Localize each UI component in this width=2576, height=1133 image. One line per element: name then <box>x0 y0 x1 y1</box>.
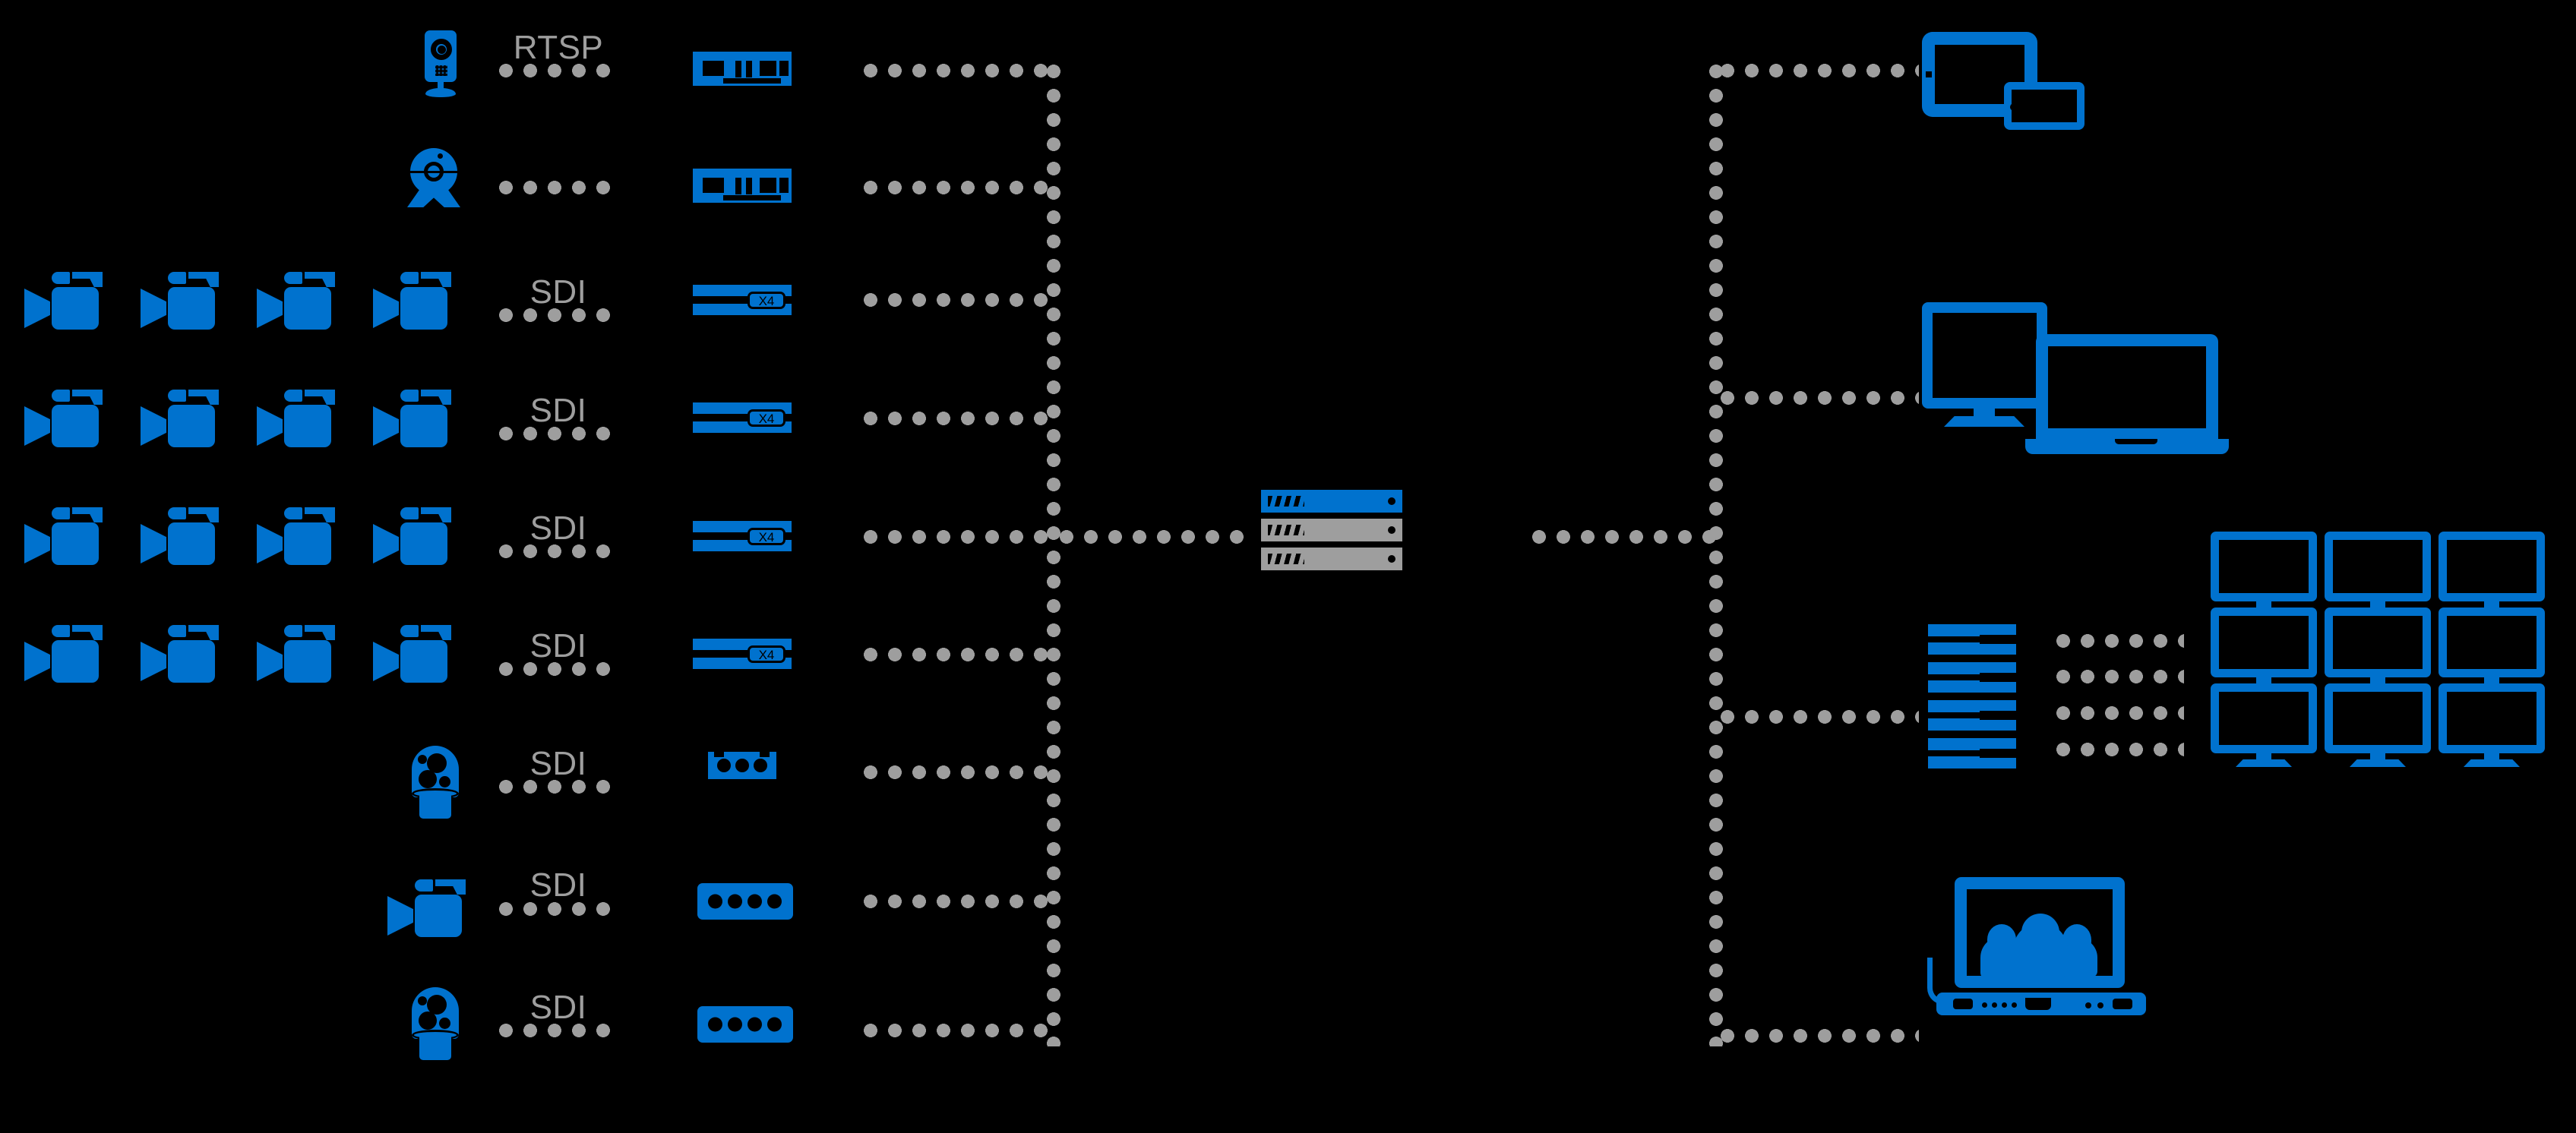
protocol-label-row-7: SDI <box>529 745 587 782</box>
encoder-badge: X4 <box>748 292 785 309</box>
link-decoder-to-wall-3 <box>2051 706 2184 720</box>
video-camera-icon <box>24 390 105 450</box>
video-camera-icon <box>141 507 221 568</box>
protocol-label-row-4: SDI <box>529 392 587 429</box>
decoder-unit <box>1928 662 2016 693</box>
link-bus-to-dest-3 <box>1715 710 1919 724</box>
server-unit-1 <box>1261 490 1402 513</box>
webcam-icon-row-2 <box>406 147 466 216</box>
video-camera-icon <box>24 507 105 568</box>
video-camera-icon <box>24 625 105 686</box>
desktop-laptop-icon <box>1922 302 2229 469</box>
link-cam-to-encoder-row-2 <box>494 181 619 194</box>
video-wall-tile <box>2439 532 2545 601</box>
protocol-label-row-1: RTSP <box>513 29 604 66</box>
port-box-4-icon-row-8 <box>697 883 793 920</box>
video-camera-icon <box>373 390 454 450</box>
video-conference-icon <box>1927 877 2161 1025</box>
video-camera-icon <box>373 272 454 333</box>
link-encoder-to-bus-row-6 <box>858 648 1053 661</box>
link-cam-to-encoder-row-6 <box>494 662 619 676</box>
link-bus-to-dest-1 <box>1715 64 1919 77</box>
server-unit-3 <box>1261 548 1402 570</box>
video-camera-icon <box>141 625 221 686</box>
protocol-label-row-3: SDI <box>529 273 587 311</box>
link-decoder-to-wall-2 <box>2051 670 2184 683</box>
protocol-label-row-6: SDI <box>529 627 587 664</box>
sdi-encoder-icon-row-6: X4 <box>693 639 792 669</box>
server-stack[interactable] <box>1261 490 1402 570</box>
link-encoder-to-bus-row-5 <box>858 530 1053 544</box>
encoder-badge: X4 <box>748 645 785 663</box>
video-wall-tile <box>2439 608 2545 677</box>
link-decoder-to-wall-4 <box>2051 743 2184 756</box>
protocol-label-row-5: SDI <box>529 510 587 547</box>
link-encoder-to-bus-row-8 <box>858 895 1053 908</box>
video-camera-icon <box>257 625 337 686</box>
link-encoder-to-bus-row-3 <box>858 293 1053 307</box>
video-camera-icon <box>24 272 105 333</box>
link-encoder-to-bus-row-4 <box>858 412 1053 425</box>
video-camera-icon <box>257 272 337 333</box>
sdi-encoder-icon-row-5: X4 <box>693 521 792 551</box>
video-wall-tile <box>2325 683 2431 753</box>
port-box-4-icon-row-9 <box>697 1006 793 1043</box>
video-wall-tile <box>2211 683 2317 753</box>
link-cam-to-encoder-row-4 <box>494 427 619 440</box>
link-bus-to-dest-4 <box>1715 1029 1919 1043</box>
link-encoder-to-bus-row-1 <box>858 64 1053 77</box>
protocol-label-row-9: SDI <box>529 989 587 1026</box>
link-cam-to-encoder-row-5 <box>494 544 619 558</box>
video-camera-icon-row-8 <box>387 879 468 940</box>
rack-appliance-icon-row-1 <box>693 52 792 86</box>
link-cam-to-encoder-row-9 <box>494 1024 619 1037</box>
video-wall-tile <box>2439 683 2545 753</box>
decoder-unit <box>1928 738 2016 768</box>
video-wall-tile <box>2211 608 2317 677</box>
video-wall-tile <box>2211 532 2317 601</box>
video-camera-icon <box>141 390 221 450</box>
link-encoder-to-bus-row-2 <box>858 181 1053 194</box>
encoder-badge: X4 <box>748 409 785 427</box>
video-wall-tile <box>2325 608 2431 677</box>
tablet-phone-icon <box>1922 32 2097 134</box>
port-box-3-icon-row-7 <box>708 752 776 782</box>
decoder-unit <box>1928 700 2016 731</box>
rack-appliance-icon-row-2 <box>693 169 792 203</box>
ip-camera-icon <box>414 30 475 100</box>
link-cam-to-encoder-row-1 <box>494 64 619 77</box>
decoder-unit <box>1928 624 2016 655</box>
video-camera-icon <box>373 625 454 686</box>
video-wall <box>2211 532 2552 767</box>
link-bus-to-dest-2 <box>1715 391 1919 405</box>
server-unit-2 <box>1261 519 1402 541</box>
core-trunk-right <box>1527 530 1717 544</box>
link-decoder-to-wall-1 <box>2051 634 2184 648</box>
ptz-camera-icon-row-7 <box>409 746 469 822</box>
link-cam-to-encoder-row-7 <box>494 780 619 794</box>
decoder-stack <box>1928 624 2016 770</box>
link-cam-to-encoder-row-3 <box>494 308 619 322</box>
video-camera-icon <box>257 507 337 568</box>
core-trunk-left <box>1054 530 1244 544</box>
sdi-encoder-icon-row-4: X4 <box>693 402 792 433</box>
ptz-camera-icon-row-9 <box>409 987 469 1063</box>
sdi-encoder-icon-row-3: X4 <box>693 285 792 315</box>
link-encoder-to-bus-row-9 <box>858 1024 1053 1037</box>
link-cam-to-encoder-row-8 <box>494 902 619 916</box>
video-wall-tile <box>2325 532 2431 601</box>
protocol-label-row-8: SDI <box>529 866 587 904</box>
video-camera-icon <box>257 390 337 450</box>
right-bus-line <box>1709 59 1723 1046</box>
link-encoder-to-bus-row-7 <box>858 765 1053 779</box>
encoder-badge: X4 <box>748 528 785 545</box>
video-camera-icon <box>141 272 221 333</box>
video-camera-icon <box>373 507 454 568</box>
